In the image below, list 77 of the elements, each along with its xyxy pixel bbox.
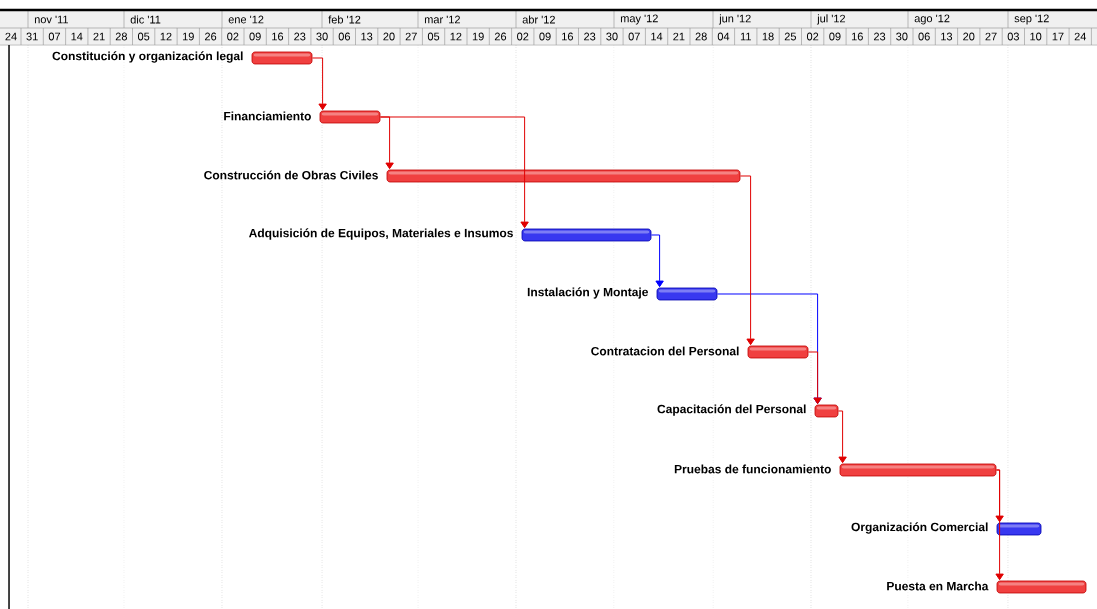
month-label: mar '12 (424, 15, 460, 24)
week-label: 02 (227, 32, 239, 41)
week-label: 19 (472, 32, 484, 41)
task-label: Capacitación del Personal (657, 404, 806, 416)
week-label: 13 (361, 32, 373, 41)
month-label: ago '12 (914, 14, 950, 25)
task-label: Financiamiento (224, 111, 311, 121)
week-label: 21 (93, 32, 105, 41)
week-label: 30 (606, 32, 618, 41)
month-label: feb '12 (328, 15, 361, 24)
week-label: 23 (874, 32, 886, 41)
week-label: 26 (494, 32, 507, 41)
week-label: 16 (272, 32, 284, 41)
task-label: Organización Comercial (851, 522, 988, 534)
week-label: 13 (941, 32, 953, 41)
week-label: 06 (918, 32, 930, 41)
arrow (379, 116, 529, 229)
week-label: 10 (1030, 32, 1042, 41)
week-label: 16 (562, 32, 573, 41)
task-label: Pruebas de funcionamiento (674, 464, 831, 474)
arrow (739, 175, 755, 346)
week-label: 09 (249, 32, 261, 41)
week-label: 02 (806, 32, 819, 41)
task-label: Instalación y Montaje (527, 287, 648, 299)
week-label: 20 (383, 32, 395, 41)
month-label: ene '12 (228, 15, 264, 24)
week-label: 09 (829, 32, 841, 41)
task-label: Contratacion del Personal (591, 346, 739, 356)
arrow (807, 351, 822, 405)
week-label: 24 (1074, 32, 1087, 41)
week-label: 17 (1052, 32, 1064, 41)
month-label: dic '11 (130, 15, 161, 24)
week-label: 05 (427, 32, 440, 41)
task-label: Construcción de Obras Civiles (204, 170, 378, 180)
month-label: abr '12 (522, 15, 555, 24)
week-label: 18 (762, 32, 774, 41)
week-label: 31 (26, 32, 38, 41)
week-label: 24 (5, 32, 17, 41)
week-label: 27 (985, 32, 997, 41)
task-label: Adquisición de Equipos, Materiales e Insumos (249, 228, 513, 240)
week-label: 25 (784, 32, 796, 41)
task-label: Puesta en Marcha (887, 581, 989, 591)
week-label: 07 (48, 32, 61, 41)
arrow (837, 410, 847, 464)
month-label: nov '11 (34, 15, 68, 24)
week-label: 19 (182, 32, 194, 41)
month-label: sep '12 (1014, 14, 1049, 25)
arrow (650, 234, 664, 288)
week-label: 05 (137, 32, 150, 41)
week-label: 11 (740, 32, 751, 41)
week-label: 28 (115, 32, 127, 41)
week-label: 07 (628, 32, 640, 41)
week-label: 02 (517, 32, 529, 41)
week-label: 12 (450, 32, 462, 41)
week-label: 03 (1007, 32, 1019, 41)
week-label: 09 (539, 32, 551, 41)
month-label: jul '12 (816, 14, 846, 25)
week-label: 23 (294, 32, 306, 41)
week-label: 30 (316, 32, 328, 41)
week-label: 04 (717, 32, 730, 41)
month-label: jun '12 (718, 14, 751, 25)
week-label: 12 (160, 32, 172, 41)
week-label: 27 (405, 32, 417, 41)
week-label: 21 (673, 32, 685, 41)
week-label: 30 (896, 32, 908, 41)
month-label: may '12 (620, 14, 658, 25)
week-label: 14 (71, 32, 83, 41)
week-label: 23 (584, 32, 596, 41)
task-label: Constitución y organización legal (52, 51, 243, 63)
arrow (311, 57, 327, 111)
week-label: 16 (851, 32, 863, 41)
week-label: 28 (695, 32, 707, 41)
week-label: 14 (651, 32, 663, 41)
arrow (995, 469, 1004, 581)
week-label: 26 (205, 32, 217, 41)
week-label: 06 (338, 32, 350, 41)
week-label: 20 (963, 32, 975, 41)
